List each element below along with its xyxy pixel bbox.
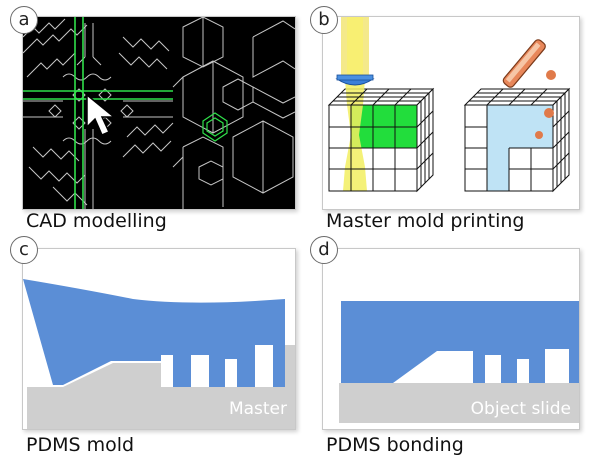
- cad-model-render: [23, 17, 295, 209]
- panel-c: Master: [22, 248, 296, 430]
- object-slide-label: Object slide: [470, 399, 571, 419]
- projector-lamp-icon: [335, 74, 375, 86]
- panel-c-badge: c: [10, 236, 38, 264]
- panel-a-caption: CAD modelling: [26, 210, 167, 232]
- panel-b-badge: b: [310, 6, 338, 34]
- panel-b-caption: Master mold printing: [326, 210, 525, 232]
- pdms-bonding-illustration: [339, 301, 579, 423]
- panel-b: [322, 16, 580, 210]
- panel-d-badge: d: [310, 236, 338, 264]
- mouse-cursor-icon: [86, 93, 117, 136]
- panel-a: [22, 16, 296, 210]
- master-label: Master: [228, 399, 287, 419]
- pipette-icon: [502, 39, 546, 88]
- panel-c-caption: PDMS mold: [26, 434, 135, 456]
- master-mold-printing-illustration: [327, 17, 571, 193]
- panel-d-caption: PDMS bonding: [326, 434, 464, 456]
- pdms-mold-illustration: [23, 279, 295, 429]
- panel-a-badge: a: [10, 6, 38, 34]
- panel-d: Object slide: [322, 248, 580, 430]
